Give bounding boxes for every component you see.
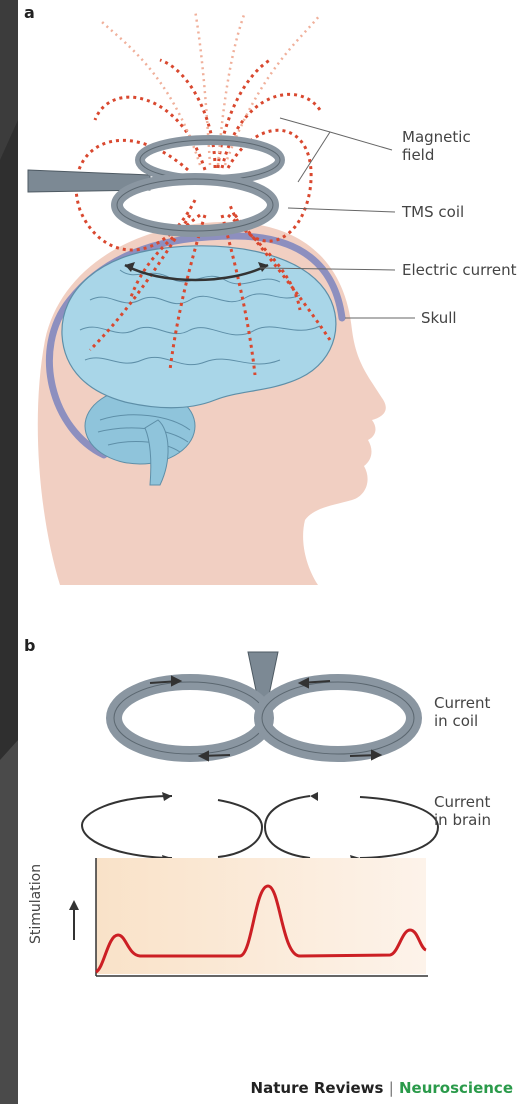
current-in-coil-line1: Current (434, 694, 490, 712)
current-in-brain-line2: in brain (434, 811, 491, 829)
stimulation-axis-label: Stimulation (28, 834, 44, 944)
credit-separator: | (389, 1079, 394, 1097)
current-in-coil-line2: in coil (434, 712, 490, 730)
brain-current-loops (82, 796, 438, 858)
current-in-coil-label: Current in coil (434, 694, 490, 730)
journal-section: Neuroscience (399, 1079, 513, 1097)
current-in-brain-label: Current in brain (434, 793, 491, 829)
journal-name: Nature Reviews (251, 1079, 384, 1097)
journal-credit: Nature Reviews | Neuroscience (251, 1079, 513, 1097)
current-in-brain-line1: Current (434, 793, 491, 811)
